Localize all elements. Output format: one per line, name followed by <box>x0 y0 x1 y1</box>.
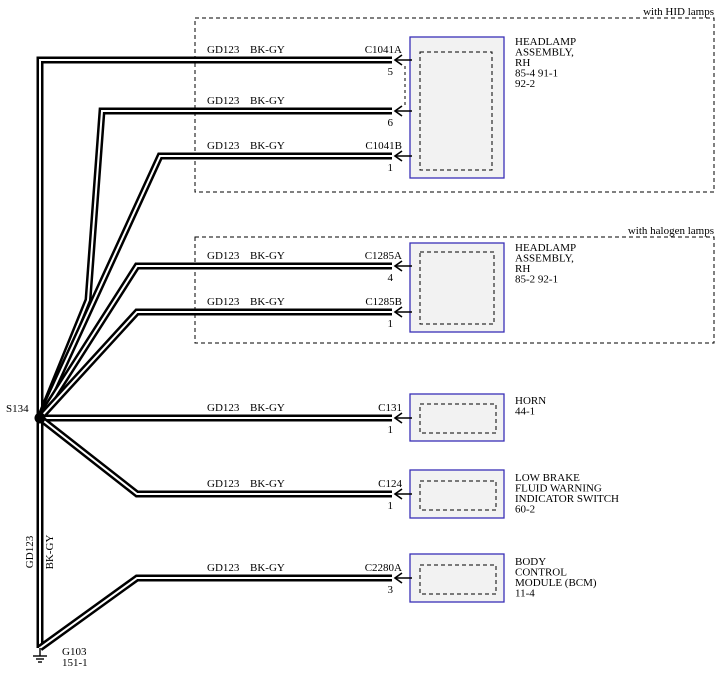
option-group-box <box>194 17 715 193</box>
connector-label: C131 <box>378 402 402 414</box>
component-label-line: FLUID WARNING <box>515 483 602 495</box>
pin-label: 4 <box>388 272 394 284</box>
connector-label: C1041A <box>365 44 402 56</box>
wire-1-stripe <box>39 59 392 418</box>
ground-ref-label: 151-1 <box>62 657 88 669</box>
wire-4-stripe <box>39 265 392 419</box>
circuit-label: GD123 <box>207 402 240 414</box>
component-label-line: 85-2 92-1 <box>515 274 558 286</box>
color-label: BK-GY <box>250 296 285 308</box>
circuit-label: GD123 <box>207 140 240 152</box>
component-label-line: 60-2 <box>515 504 535 516</box>
color-label: BK-GY <box>250 140 285 152</box>
component-inner-dashed-box <box>419 564 497 595</box>
component-label-line: ASSEMBLY, <box>515 253 574 265</box>
component-label-line: LOW BRAKE <box>515 472 580 484</box>
component-label-line: 44-1 <box>515 406 535 418</box>
connector-label: C1285A <box>365 250 402 262</box>
component-inner-dashed-box <box>419 251 495 325</box>
trunk-circuit-label: GD123 <box>24 535 36 568</box>
pin-label: 1 <box>388 162 394 174</box>
component-inner-dashed-box <box>419 480 497 511</box>
pin-label: 3 <box>388 584 394 596</box>
component-label-line: INDICATOR SWITCH <box>515 493 619 505</box>
connector-label: C124 <box>378 478 402 490</box>
wire-3-stripe <box>39 155 392 419</box>
circuit-label: GD123 <box>207 250 240 262</box>
color-label: BK-GY <box>250 95 285 107</box>
component-label-line: 92-2 <box>515 78 535 90</box>
option-group-label: with HID lamps <box>643 6 714 18</box>
wire-5-stripe <box>39 311 392 419</box>
pin-label: 1 <box>388 500 394 512</box>
component-label-line: HEADLAMP <box>515 242 576 254</box>
component-label-line: CONTROL <box>515 567 567 579</box>
color-label: BK-GY <box>250 44 285 56</box>
component-box <box>409 553 505 603</box>
ground-label: G103 <box>62 646 87 658</box>
trunk-color-label: BK-GY <box>44 535 56 570</box>
wire-7-stripe <box>39 417 392 495</box>
color-label: BK-GY <box>250 402 285 414</box>
circuit-label: GD123 <box>207 478 240 490</box>
pin-label: 6 <box>388 117 394 129</box>
component-box <box>409 393 505 442</box>
wire-4 <box>37 262 392 420</box>
component-box <box>409 36 505 179</box>
option-group-box <box>194 236 715 344</box>
component-inner-dashed-box <box>419 51 493 171</box>
component-label-line: 11-4 <box>515 588 535 600</box>
component-label-line: HORN <box>515 395 546 407</box>
splice-dot-icon <box>34 412 46 424</box>
component-label-line: RH <box>515 263 530 275</box>
circuit-label: GD123 <box>207 296 240 308</box>
component-inner-dashed-box <box>419 403 497 434</box>
component-label-line: RH <box>515 57 530 69</box>
connector-label: C1041B <box>365 140 402 152</box>
pin-label: 1 <box>388 424 394 436</box>
color-label: BK-GY <box>250 250 285 262</box>
wire-8 <box>37 574 392 651</box>
component-label-line: 85-4 91-1 <box>515 68 558 80</box>
circuit-label: GD123 <box>207 95 240 107</box>
component-label-line: HEADLAMP <box>515 36 576 48</box>
circuit-label: GD123 <box>207 44 240 56</box>
component-label-line: ASSEMBLY, <box>515 47 574 59</box>
pin-label: 1 <box>388 318 394 330</box>
wire-8-stripe <box>39 577 392 649</box>
connector-label: C2280A <box>365 562 402 574</box>
option-group-label: with halogen lamps <box>628 225 714 237</box>
circuit-label: GD123 <box>207 562 240 574</box>
component-box <box>409 242 505 333</box>
connector-label: C1285B <box>365 296 402 308</box>
color-label: BK-GY <box>250 478 285 490</box>
component-label-line: MODULE (BCM) <box>515 577 597 589</box>
splice-label: S134 <box>6 403 29 415</box>
component-label-line: BODY <box>515 556 546 568</box>
pin-label: 5 <box>388 66 394 78</box>
component-box <box>409 469 505 519</box>
color-label: BK-GY <box>250 562 285 574</box>
